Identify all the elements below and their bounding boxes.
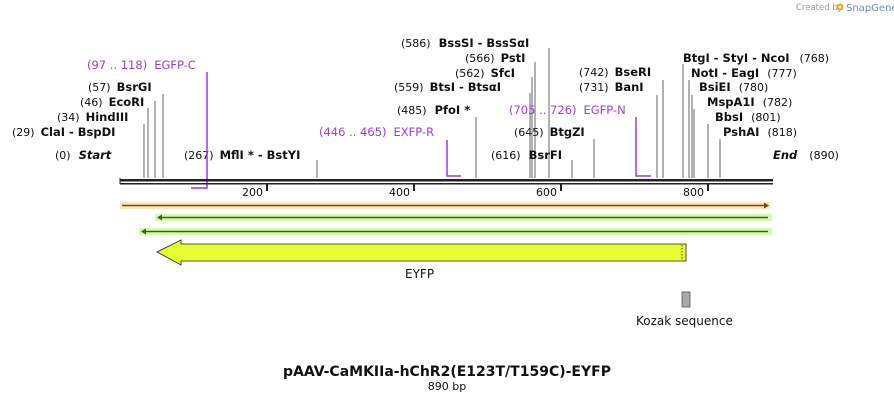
site-lines xyxy=(143,48,721,178)
primer-egfp-c[interactable]: (97 .. 118)EGFP-C xyxy=(87,58,208,189)
site-label-ecori: (46)EcoRI xyxy=(80,95,144,109)
plasmid-title: pAAV-CaMKIIa-hChR2(E123T/T159C)-EYFP xyxy=(283,364,611,380)
site-label-pshai: PshAI(818) xyxy=(723,125,797,139)
site-label-pfoi: (485)PfoI * xyxy=(397,103,470,117)
site-label-bsiei: BsiEI(780) xyxy=(699,80,768,94)
tick-label-400: 400 xyxy=(389,186,410,199)
orf-reverse-green-2[interactable] xyxy=(139,228,772,235)
site-label-mfli: (267)MflI * - BstYI xyxy=(184,148,300,162)
tick-label-200: 200 xyxy=(242,186,263,199)
tick-label-800: 800 xyxy=(683,186,704,199)
orf-forward-orange[interactable] xyxy=(120,202,770,209)
arrowhead-right-icon xyxy=(764,202,769,209)
snapgene-logo-icon xyxy=(836,3,844,11)
eyfp-label: EYFP xyxy=(405,267,434,281)
site-label-psti: (566)PstI xyxy=(465,51,525,65)
site-label-bsssi: (586)BssSI - BssSαI xyxy=(401,36,529,50)
site-label-bsrgi: (57)BsrGI xyxy=(88,80,152,94)
primer-label-egfp-c: (97 .. 118)EGFP-C xyxy=(87,58,196,72)
eyfp-feature[interactable] xyxy=(156,239,687,266)
primer-label-exfp-r: (446 .. 465)EXFP-R xyxy=(319,125,434,139)
primer-line-egfp-n xyxy=(635,117,651,177)
site-label-btgzi: (645)BtgZI xyxy=(514,125,585,139)
arrowhead-left-icon xyxy=(141,228,146,235)
start-label: (0)Start xyxy=(55,148,112,162)
arrowhead-left-icon xyxy=(157,214,162,221)
orf-reverse-green-1[interactable] xyxy=(155,214,772,221)
site-label-mspa1i: MspA1I(782) xyxy=(707,95,792,109)
tick-label-600: 600 xyxy=(536,186,557,199)
created-by-text: Created by xyxy=(796,3,843,13)
site-label-bbsi: BbsI(801) xyxy=(715,110,781,124)
ruler-ticks xyxy=(266,184,709,191)
site-label-clai: (29)ClaI - BspDI xyxy=(12,125,115,139)
kozak-feature[interactable] xyxy=(681,291,691,308)
kozak-label: Kozak sequence xyxy=(636,314,733,328)
primer-egfp-n[interactable]: (705 .. 726)EGFP-N xyxy=(509,103,651,177)
snapgene-brand: SnapGene xyxy=(846,3,894,14)
site-label-btsi: (559)BtsI - BtsαI xyxy=(394,80,501,94)
primer-line-exfp-r xyxy=(446,140,461,177)
primer-line-egfp-c xyxy=(191,72,208,189)
site-label-bseri: (742)BseRI xyxy=(579,65,651,79)
site-label-hindiii: (34)HindIII xyxy=(57,110,128,124)
site-label-bani: (731)BanI xyxy=(579,80,644,94)
plasmid-length: 890 bp xyxy=(428,380,466,393)
site-label-btgi: BtgI - StyI - NcoI(768) xyxy=(683,51,829,65)
eyfp-arrow xyxy=(156,239,687,266)
dna-backbone xyxy=(119,178,773,185)
site-label-sfci: (562)SfcI xyxy=(455,66,515,80)
end-label: End(890) xyxy=(773,148,839,162)
primer-exfp-r[interactable]: (446 .. 465)EXFP-R xyxy=(319,125,461,177)
site-label-bsrfi: (616)BsrFI xyxy=(491,148,562,162)
primer-label-egfp-n: (705 .. 726)EGFP-N xyxy=(509,103,626,117)
site-label-noti: NotI - EagI(777) xyxy=(691,66,797,80)
